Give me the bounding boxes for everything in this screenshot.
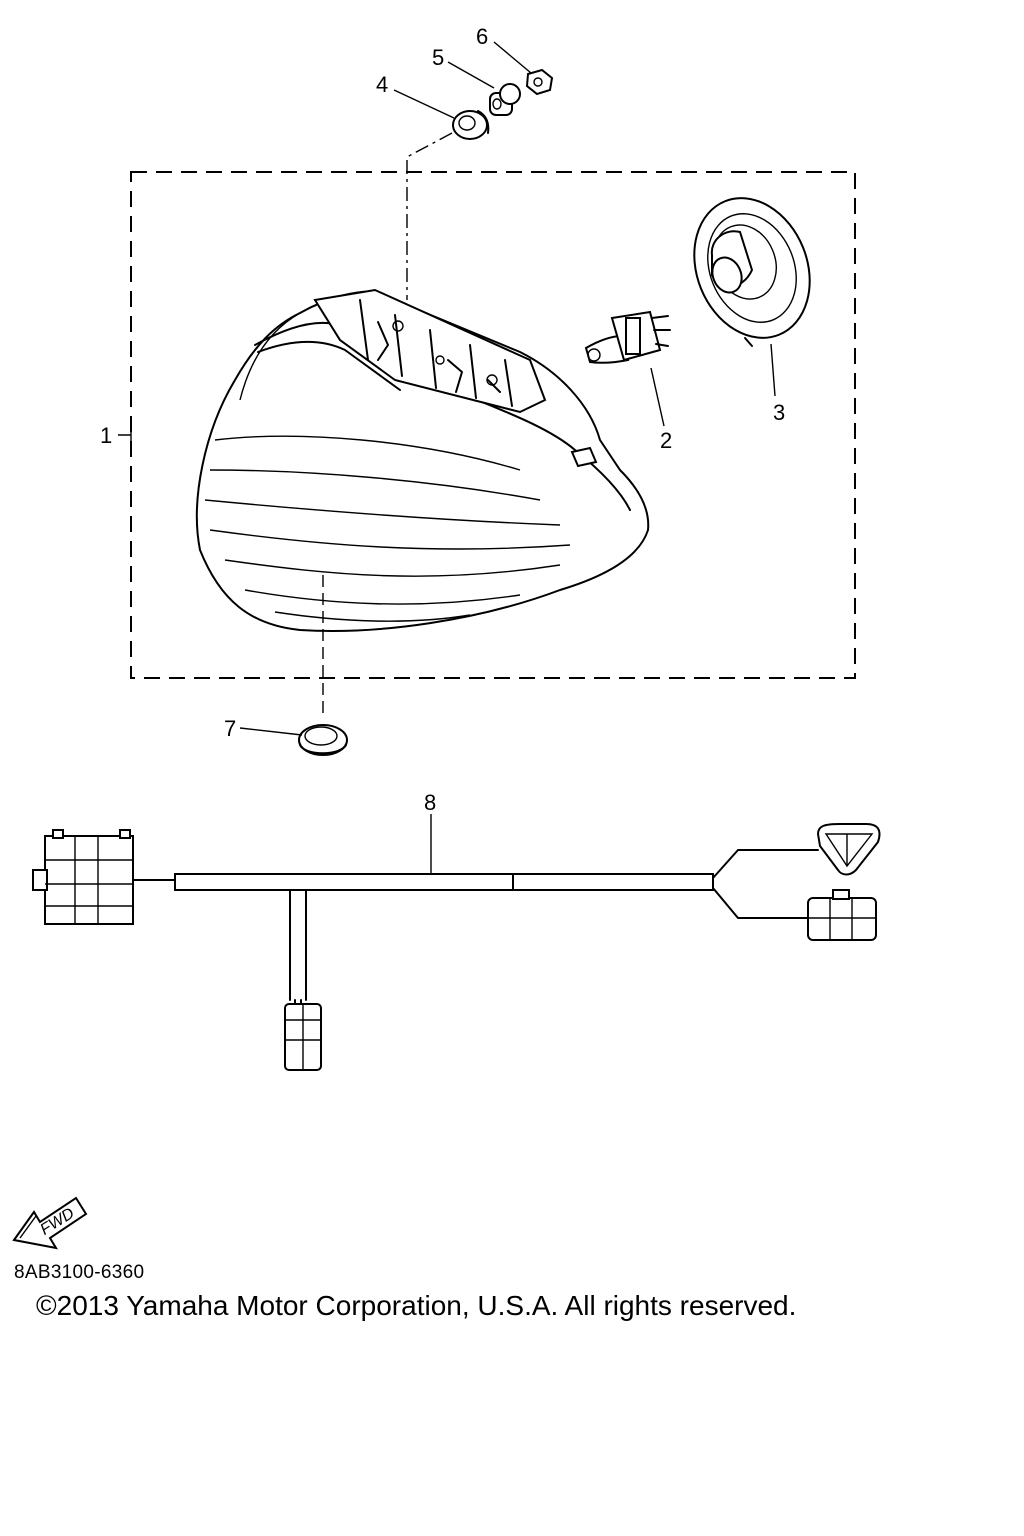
grommet-part bbox=[452, 110, 490, 140]
leader-6 bbox=[493, 41, 532, 74]
callout-5: 5 bbox=[432, 45, 444, 70]
leader-7 bbox=[239, 727, 303, 736]
socket-cover-part bbox=[693, 197, 811, 347]
bulb-part bbox=[584, 310, 671, 364]
callout-3: 3 bbox=[773, 400, 785, 425]
leader-3 bbox=[770, 343, 776, 397]
callout-6: 6 bbox=[476, 24, 488, 49]
callout-7: 7 bbox=[224, 716, 236, 741]
nut-part bbox=[525, 68, 554, 96]
callout-4: 4 bbox=[376, 72, 388, 97]
cap-part bbox=[298, 724, 348, 756]
copyright-notice: ©2013 Yamaha Motor Corporation, U.S.A. A… bbox=[36, 1290, 797, 1321]
callout-1: 1 bbox=[100, 423, 112, 448]
wire-harness-part bbox=[32, 823, 881, 1071]
leader-5 bbox=[447, 61, 495, 89]
leader-4 bbox=[393, 89, 455, 119]
leader-2 bbox=[650, 367, 665, 427]
fwd-arrow-icon: FWD bbox=[12, 1196, 88, 1250]
callout-8: 8 bbox=[424, 790, 436, 815]
collar-part bbox=[489, 83, 521, 116]
leader-1 bbox=[118, 425, 132, 445]
callout-2: 2 bbox=[660, 428, 672, 453]
headlight-housing bbox=[195, 288, 650, 632]
part-code: 8AB3100-6360 bbox=[14, 1262, 145, 1283]
